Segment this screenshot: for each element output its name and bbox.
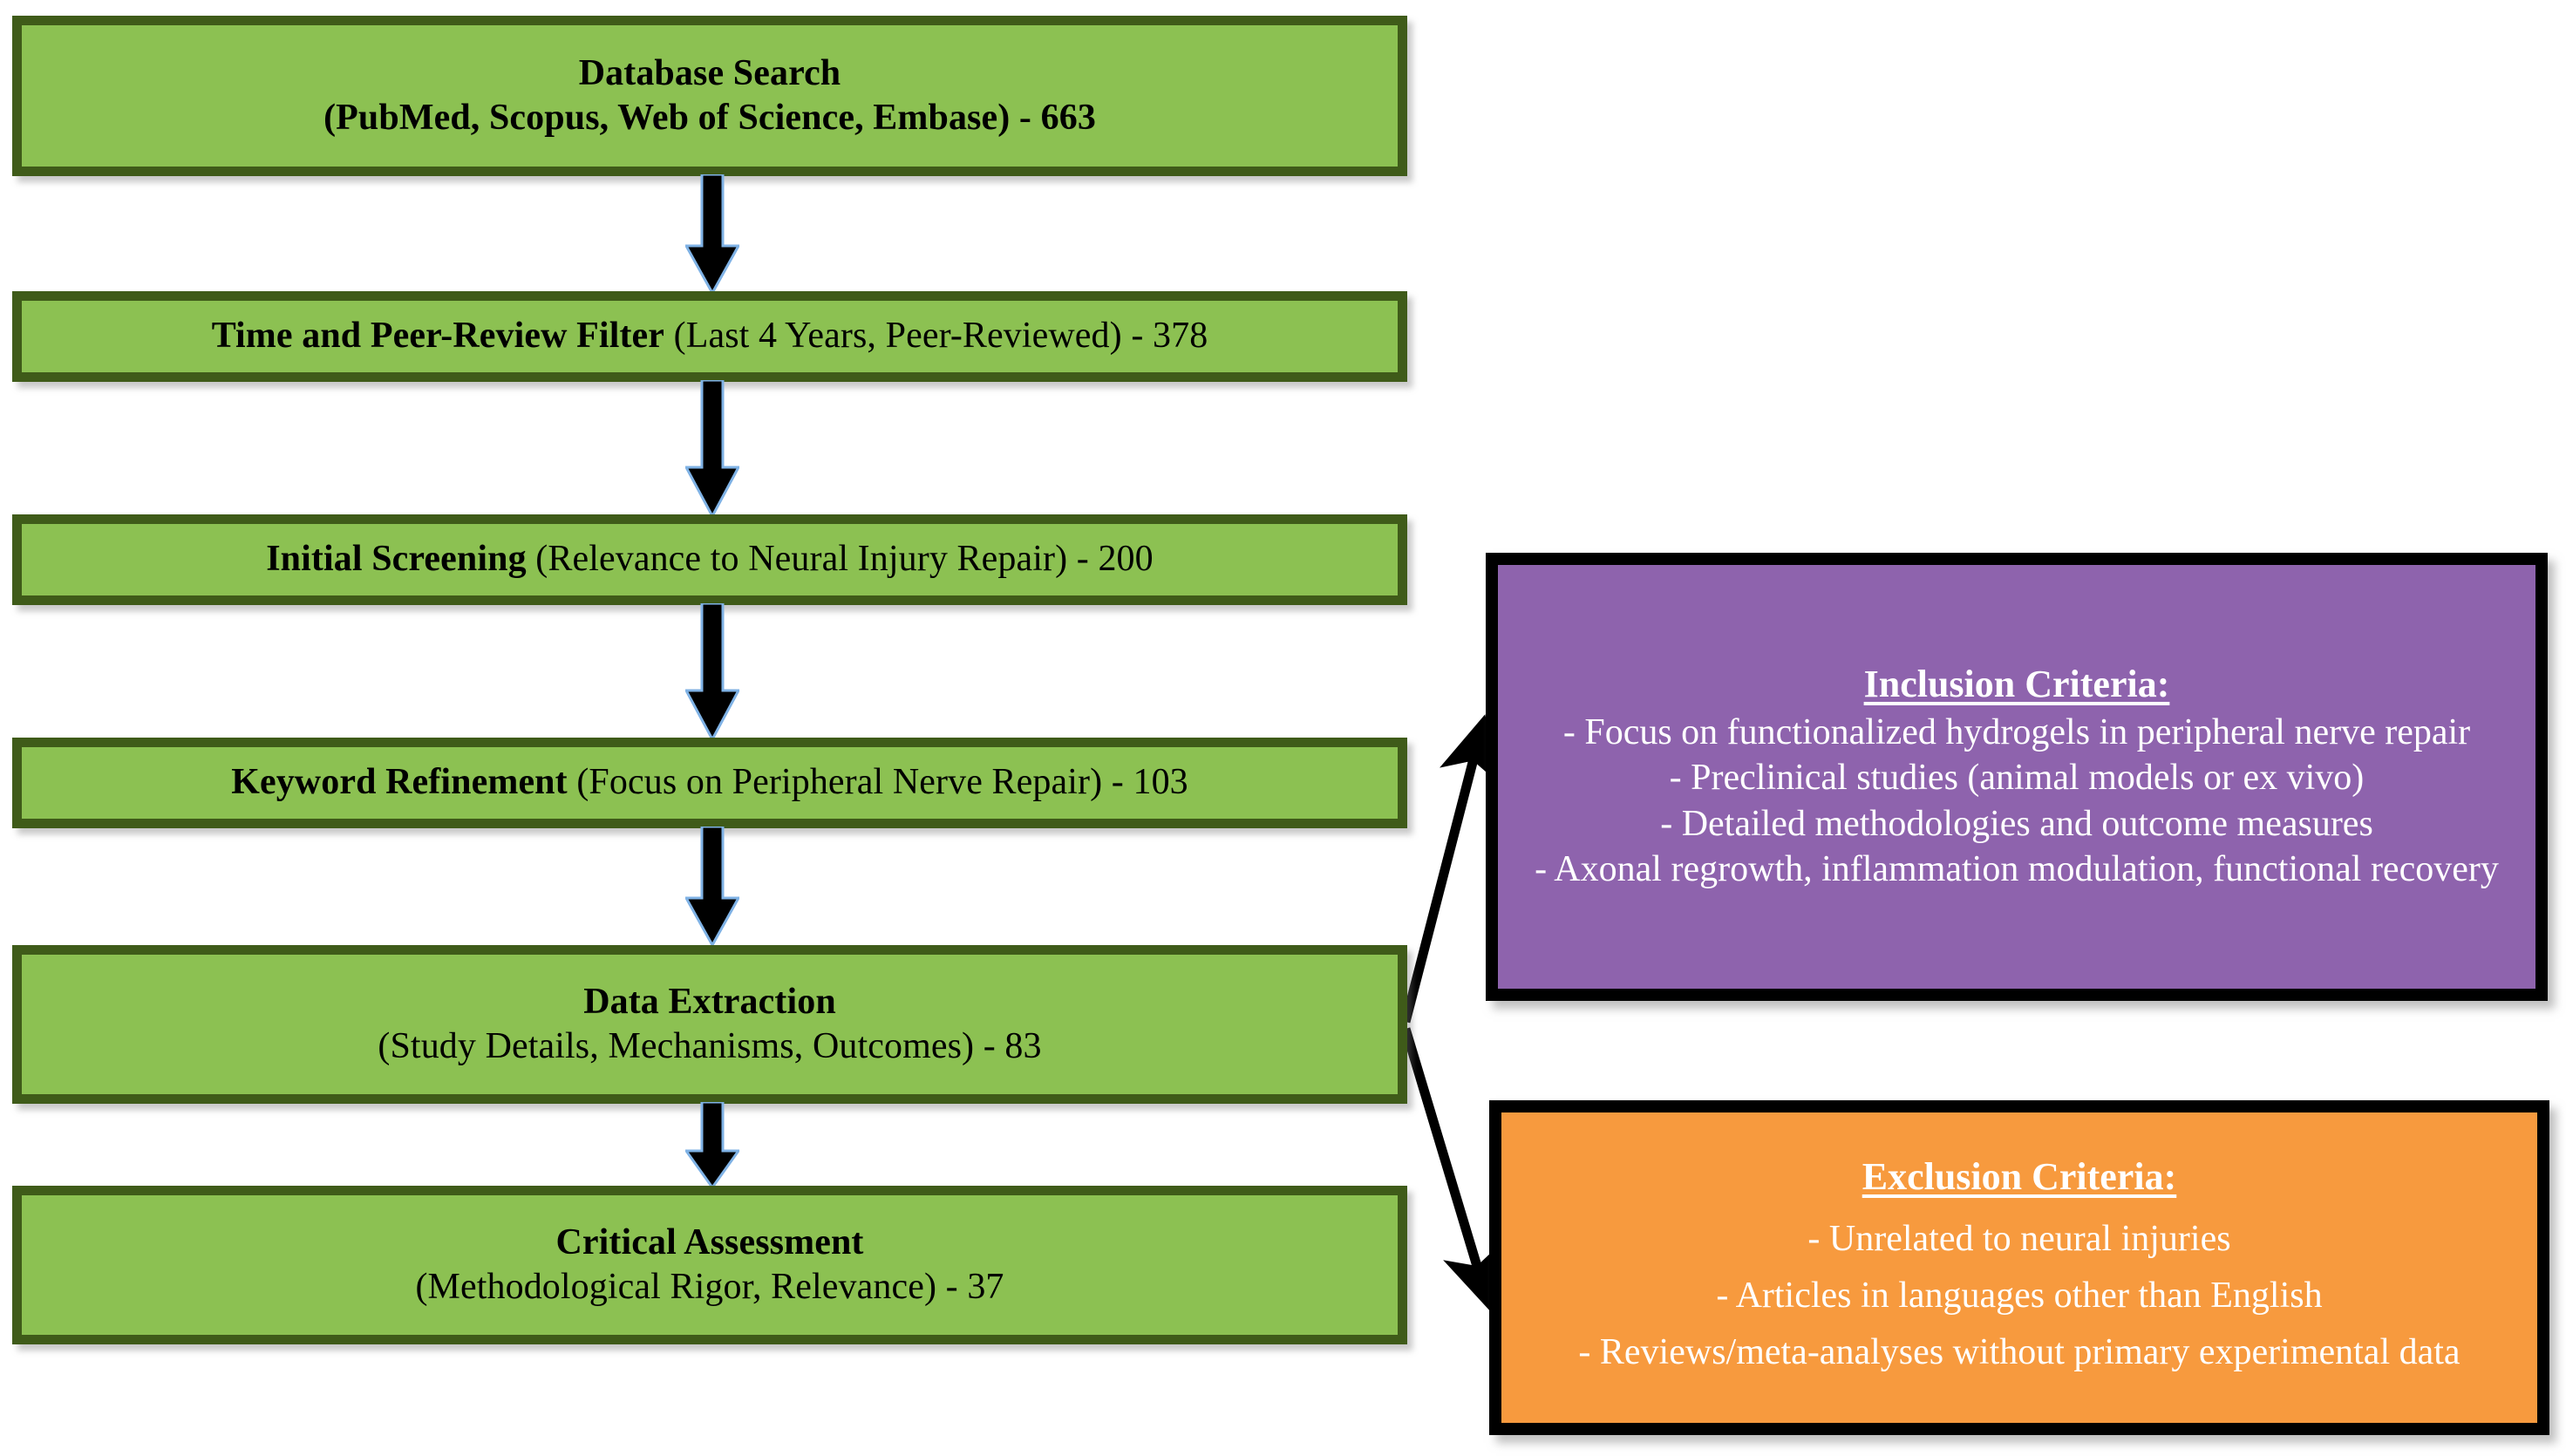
step-label-critical-assessment: Critical Assessment (Methodological Rigo… [405,1221,1014,1310]
step-title-initial-screening: Initial Screening [266,539,527,580]
step-label-initial-screening: Initial Screening (Relevance to Neural I… [255,537,1164,582]
flow-arrow-1 [685,174,739,295]
flow-arrow-2 [685,380,739,518]
step-title-time-peer-review-filter: Time and Peer-Review Filter [211,316,665,357]
step-detail-database-search: (PubMed, Scopus, Web of Science, Embase)… [323,98,1096,138]
step-detail-initial-screening: (Relevance to Neural Injury Repair) - 20… [526,539,1154,580]
inclusion-criteria-title: Inclusion Criteria: [1863,663,2170,706]
step-detail-time-peer-review-filter: (Last 4 Years, Peer-Reviewed) - 378 [664,316,1208,357]
inclusion-criteria-box[interactable]: Inclusion Criteria: - Focus on functiona… [1486,553,2548,1001]
step-detail-critical-assessment: (Methodological Rigor, Relevance) - 37 [415,1267,1004,1307]
exclusion-criteria-item: - Reviews/meta-analyses without primary … [1578,1332,2461,1373]
exclusion-criteria-title: Exclusion Criteria: [1862,1154,2177,1198]
inclusion-criteria-item: - Detailed methodologies and outcome mea… [1660,803,2373,844]
step-label-data-extraction: Data Extraction (Study Details, Mechanis… [367,980,1052,1069]
exclusion-criteria-box[interactable]: Exclusion Criteria: - Unrelated to neura… [1489,1100,2549,1435]
step-title-database-search: Database Search [578,52,841,93]
step-title-critical-assessment: Critical Assessment [555,1221,864,1262]
step-detail-data-extraction: (Study Details, Mechanisms, Outcomes) - … [378,1026,1042,1066]
connector-to-exclusion [1400,1027,1502,1312]
exclusion-criteria-item: - Unrelated to neural injuries [1807,1218,2231,1259]
inclusion-criteria-item: - Preclinical studies (animal models or … [1669,758,2365,799]
step-label-database-search: Database Search (PubMed, Scopus, Web of … [313,51,1106,140]
inclusion-criteria-item: - Axonal regrowth, inflammation modulati… [1535,848,2499,889]
step-box-keyword-refinement[interactable]: Keyword Refinement (Focus on Peripheral … [12,738,1407,828]
flow-arrow-3 [685,603,739,741]
exclusion-criteria-item: - Articles in languages other than Engli… [1716,1275,2323,1316]
step-detail-keyword-refinement: (Focus on Peripheral Nerve Repair) - 103 [567,762,1188,803]
step-box-data-extraction[interactable]: Data Extraction (Study Details, Mechanis… [12,945,1407,1104]
step-title-keyword-refinement: Keyword Refinement [231,762,568,803]
step-box-time-peer-review-filter[interactable]: Time and Peer-Review Filter (Last 4 Year… [12,291,1407,382]
step-label-time-peer-review-filter: Time and Peer-Review Filter (Last 4 Year… [201,314,1219,358]
step-box-initial-screening[interactable]: Initial Screening (Relevance to Neural I… [12,514,1407,605]
step-box-critical-assessment[interactable]: Critical Assessment (Methodological Rigo… [12,1186,1407,1344]
flow-arrow-5 [685,1102,739,1189]
flow-arrow-4 [685,827,739,947]
connector-to-inclusion [1400,714,1500,1024]
step-title-data-extraction: Data Extraction [583,981,836,1022]
inclusion-criteria-item: - Focus on functionalized hydrogels in p… [1562,712,2471,753]
step-label-keyword-refinement: Keyword Refinement (Focus on Peripheral … [221,760,1199,805]
step-box-database-search[interactable]: Database Search (PubMed, Scopus, Web of … [12,16,1407,176]
